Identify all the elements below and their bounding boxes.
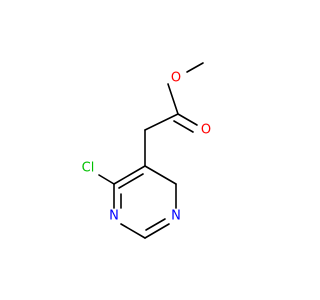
bond-n3-c2 xyxy=(120,223,146,239)
bond-carbonyl-double-a xyxy=(177,113,198,126)
bond-c5-c4 xyxy=(113,165,146,185)
bond-c2-n1-inner xyxy=(145,218,166,231)
bond-c4-cl xyxy=(98,174,115,185)
chlorine-label: Cl xyxy=(82,161,95,176)
bond-o-carbonylc xyxy=(167,83,179,115)
molecule-structure: O O Cl N N xyxy=(82,62,211,239)
nitrogen-n3-label: N xyxy=(109,209,119,224)
bond-carbonylc-ch2 xyxy=(144,113,179,131)
oxygen-carbonyl-label: O xyxy=(201,123,211,138)
bond-carbonyl-double-b xyxy=(173,120,194,133)
bonds xyxy=(98,62,204,239)
oxygen-methoxy-label: O xyxy=(171,71,181,86)
nitrogen-n1-label: N xyxy=(171,209,181,224)
bond-methyl-o xyxy=(186,62,204,73)
bond-c5-c4-inner xyxy=(118,173,144,189)
atom-labels: O O Cl N N xyxy=(82,71,211,224)
bond-c2-n1 xyxy=(144,223,170,239)
bond-c6-c5 xyxy=(144,165,177,185)
